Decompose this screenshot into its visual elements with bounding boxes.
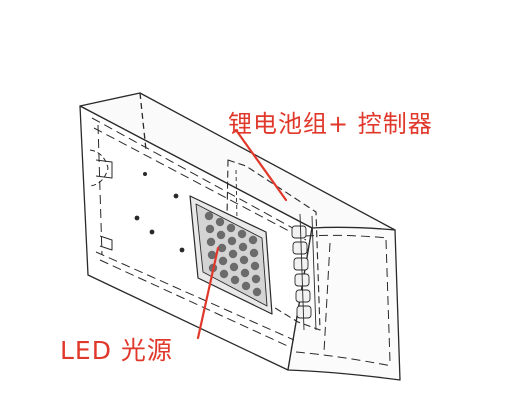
battery-controller-label: 锂电池组+ 控制器 — [228, 110, 433, 138]
led-module — [189, 195, 273, 315]
mounting-bracket — [89, 149, 113, 251]
callout-leaders — [196, 128, 288, 340]
led-leader-line — [196, 246, 220, 340]
led-light-source-label: LED 光源 — [60, 336, 173, 365]
led-emitters — [204, 211, 262, 297]
battery-leader-line — [234, 128, 288, 202]
mounting-holes — [134, 172, 185, 253]
battery-cells — [291, 225, 312, 319]
hidden-lines — [91, 117, 393, 367]
